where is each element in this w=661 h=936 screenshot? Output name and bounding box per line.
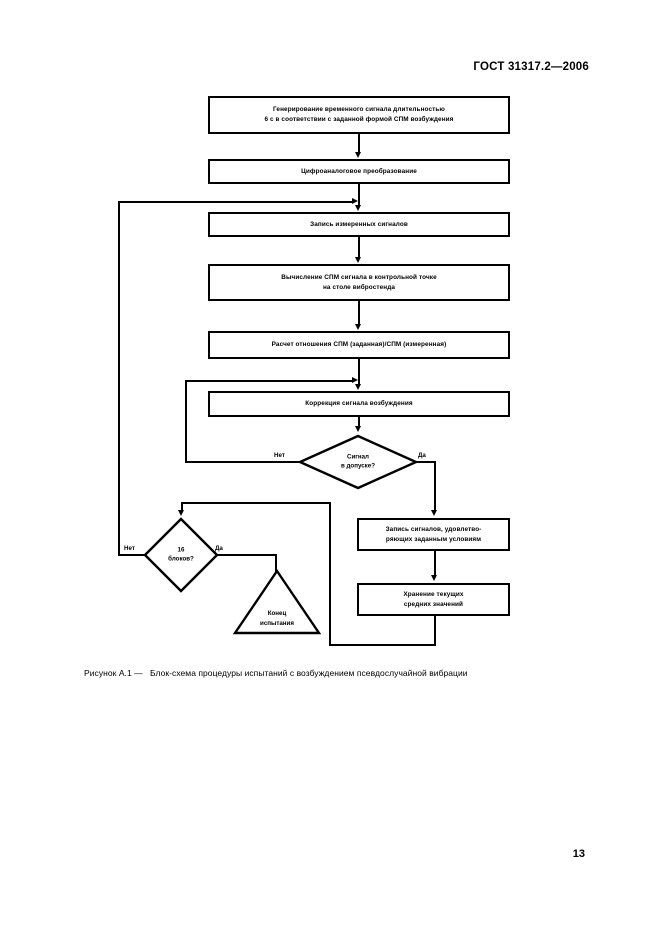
connector-blocks-decision-stub: [181, 502, 183, 511]
connector-ratio-to-correct: [358, 359, 360, 384]
connector-store-down: [434, 616, 436, 646]
edge-label-blocks-no: Нет: [124, 545, 135, 552]
decision-blocks-count: 16 блоков?: [143, 517, 219, 593]
connector-tolerance-no-vertical: [185, 380, 187, 463]
connector-generate-to-dac: [358, 134, 360, 153]
document-standard-header: ГОСТ 31317.2—2006: [473, 61, 589, 73]
process-compute-psd: Вычисление СПМ сигнала в контрольной точ…: [208, 264, 510, 301]
connector-record-valid-to-store: [434, 551, 436, 575]
connector-dac-to-record: [358, 184, 360, 206]
connector-blocks-no-vertical: [118, 201, 120, 556]
process-compute-psd-label: Вычисление СПМ сигнала в контрольной точ…: [281, 273, 437, 291]
arrowhead-generate-to-dac: [355, 152, 361, 158]
edge-label-blocks-yes: Да: [215, 545, 223, 552]
arrowhead-tolerance-yes: [431, 510, 437, 516]
process-psd-ratio-label: Расчет отношения СПМ (заданная)/СПМ (изм…: [271, 341, 447, 349]
page-number: 13: [572, 848, 585, 860]
edge-label-tolerance-no: Нет: [274, 452, 285, 459]
process-record-valid-signals: Запись сигналов, удовлетво- ряющих задан…: [357, 518, 510, 551]
connector-psd-to-ratio: [358, 301, 360, 324]
connector-tolerance-no-return: [185, 380, 353, 382]
connector-correct-to-decision: [358, 417, 360, 427]
connector-tolerance-yes-vertical: [434, 461, 436, 511]
connector-blocks-yes-horizontal: [215, 554, 277, 556]
arrowhead-record-to-psd: [355, 257, 361, 263]
connector-store-left: [329, 644, 436, 646]
process-digital-analog-conversion: Цифроаналоговое преобразование: [208, 159, 510, 184]
connector-tolerance-yes-horizontal: [416, 461, 436, 463]
connector-blocks-no-horizontal: [118, 554, 147, 556]
process-store-running-average-label: Хранение текущих средних значений: [403, 590, 464, 608]
arrowhead-correct-to-decision: [355, 426, 361, 432]
arrowhead-tolerance-no-return: [352, 377, 358, 383]
arrowhead-blocks-no-return: [352, 198, 358, 204]
process-generate-signal: Генерирование временного сигнала длитель…: [208, 96, 510, 134]
edge-label-tolerance-yes: Да: [418, 452, 426, 459]
connector-record-to-psd: [358, 237, 360, 258]
process-digital-analog-conversion-label: Цифроаналоговое преобразование: [301, 167, 417, 175]
process-store-running-average: Хранение текущих средних значений: [357, 583, 510, 616]
arrowhead-psd-to-ratio: [355, 324, 361, 330]
process-psd-ratio: Расчет отношения СПМ (заданная)/СПМ (изм…: [208, 331, 510, 359]
process-record-measured-signals: Запись измеренных сигналов: [208, 212, 510, 237]
process-correct-excitation-signal: Коррекция сигнала возбуждения: [208, 391, 510, 417]
connector-store-up: [329, 502, 331, 646]
connector-blocks-yes-vertical: [275, 554, 277, 572]
arrowhead-ratio-to-correct: [355, 384, 361, 390]
connector-blocks-no-return: [118, 201, 354, 203]
connector-to-blocks-decision: [181, 502, 331, 504]
figure-caption: Рисунок А.1 — Блок-схема процедуры испыт…: [84, 668, 584, 678]
flowchart-diagram: Генерирование временного сигнала длитель…: [118, 96, 510, 646]
process-record-measured-signals-label: Запись измеренных сигналов: [310, 220, 408, 228]
figure-caption-text: Блок-схема процедуры испытаний с возбужд…: [149, 668, 468, 678]
arrowhead-dac-to-record: [355, 205, 361, 211]
figure-caption-lead: Рисунок А.1 —: [84, 668, 143, 678]
decision-signal-in-tolerance: Сигнал в допуске?: [297, 434, 419, 490]
process-record-valid-signals-label: Запись сигналов, удовлетво- ряющих задан…: [385, 525, 482, 543]
connector-tolerance-no-horizontal: [185, 461, 300, 463]
process-correct-excitation-signal-label: Коррекция сигнала возбуждения: [305, 400, 413, 408]
terminator-end-of-test: Конец испытания: [232, 568, 322, 636]
arrowhead-record-valid-to-store: [431, 575, 437, 581]
arrowhead-to-blocks-decision: [178, 510, 184, 516]
process-generate-signal-label: Генерирование временного сигнала длитель…: [264, 106, 454, 123]
